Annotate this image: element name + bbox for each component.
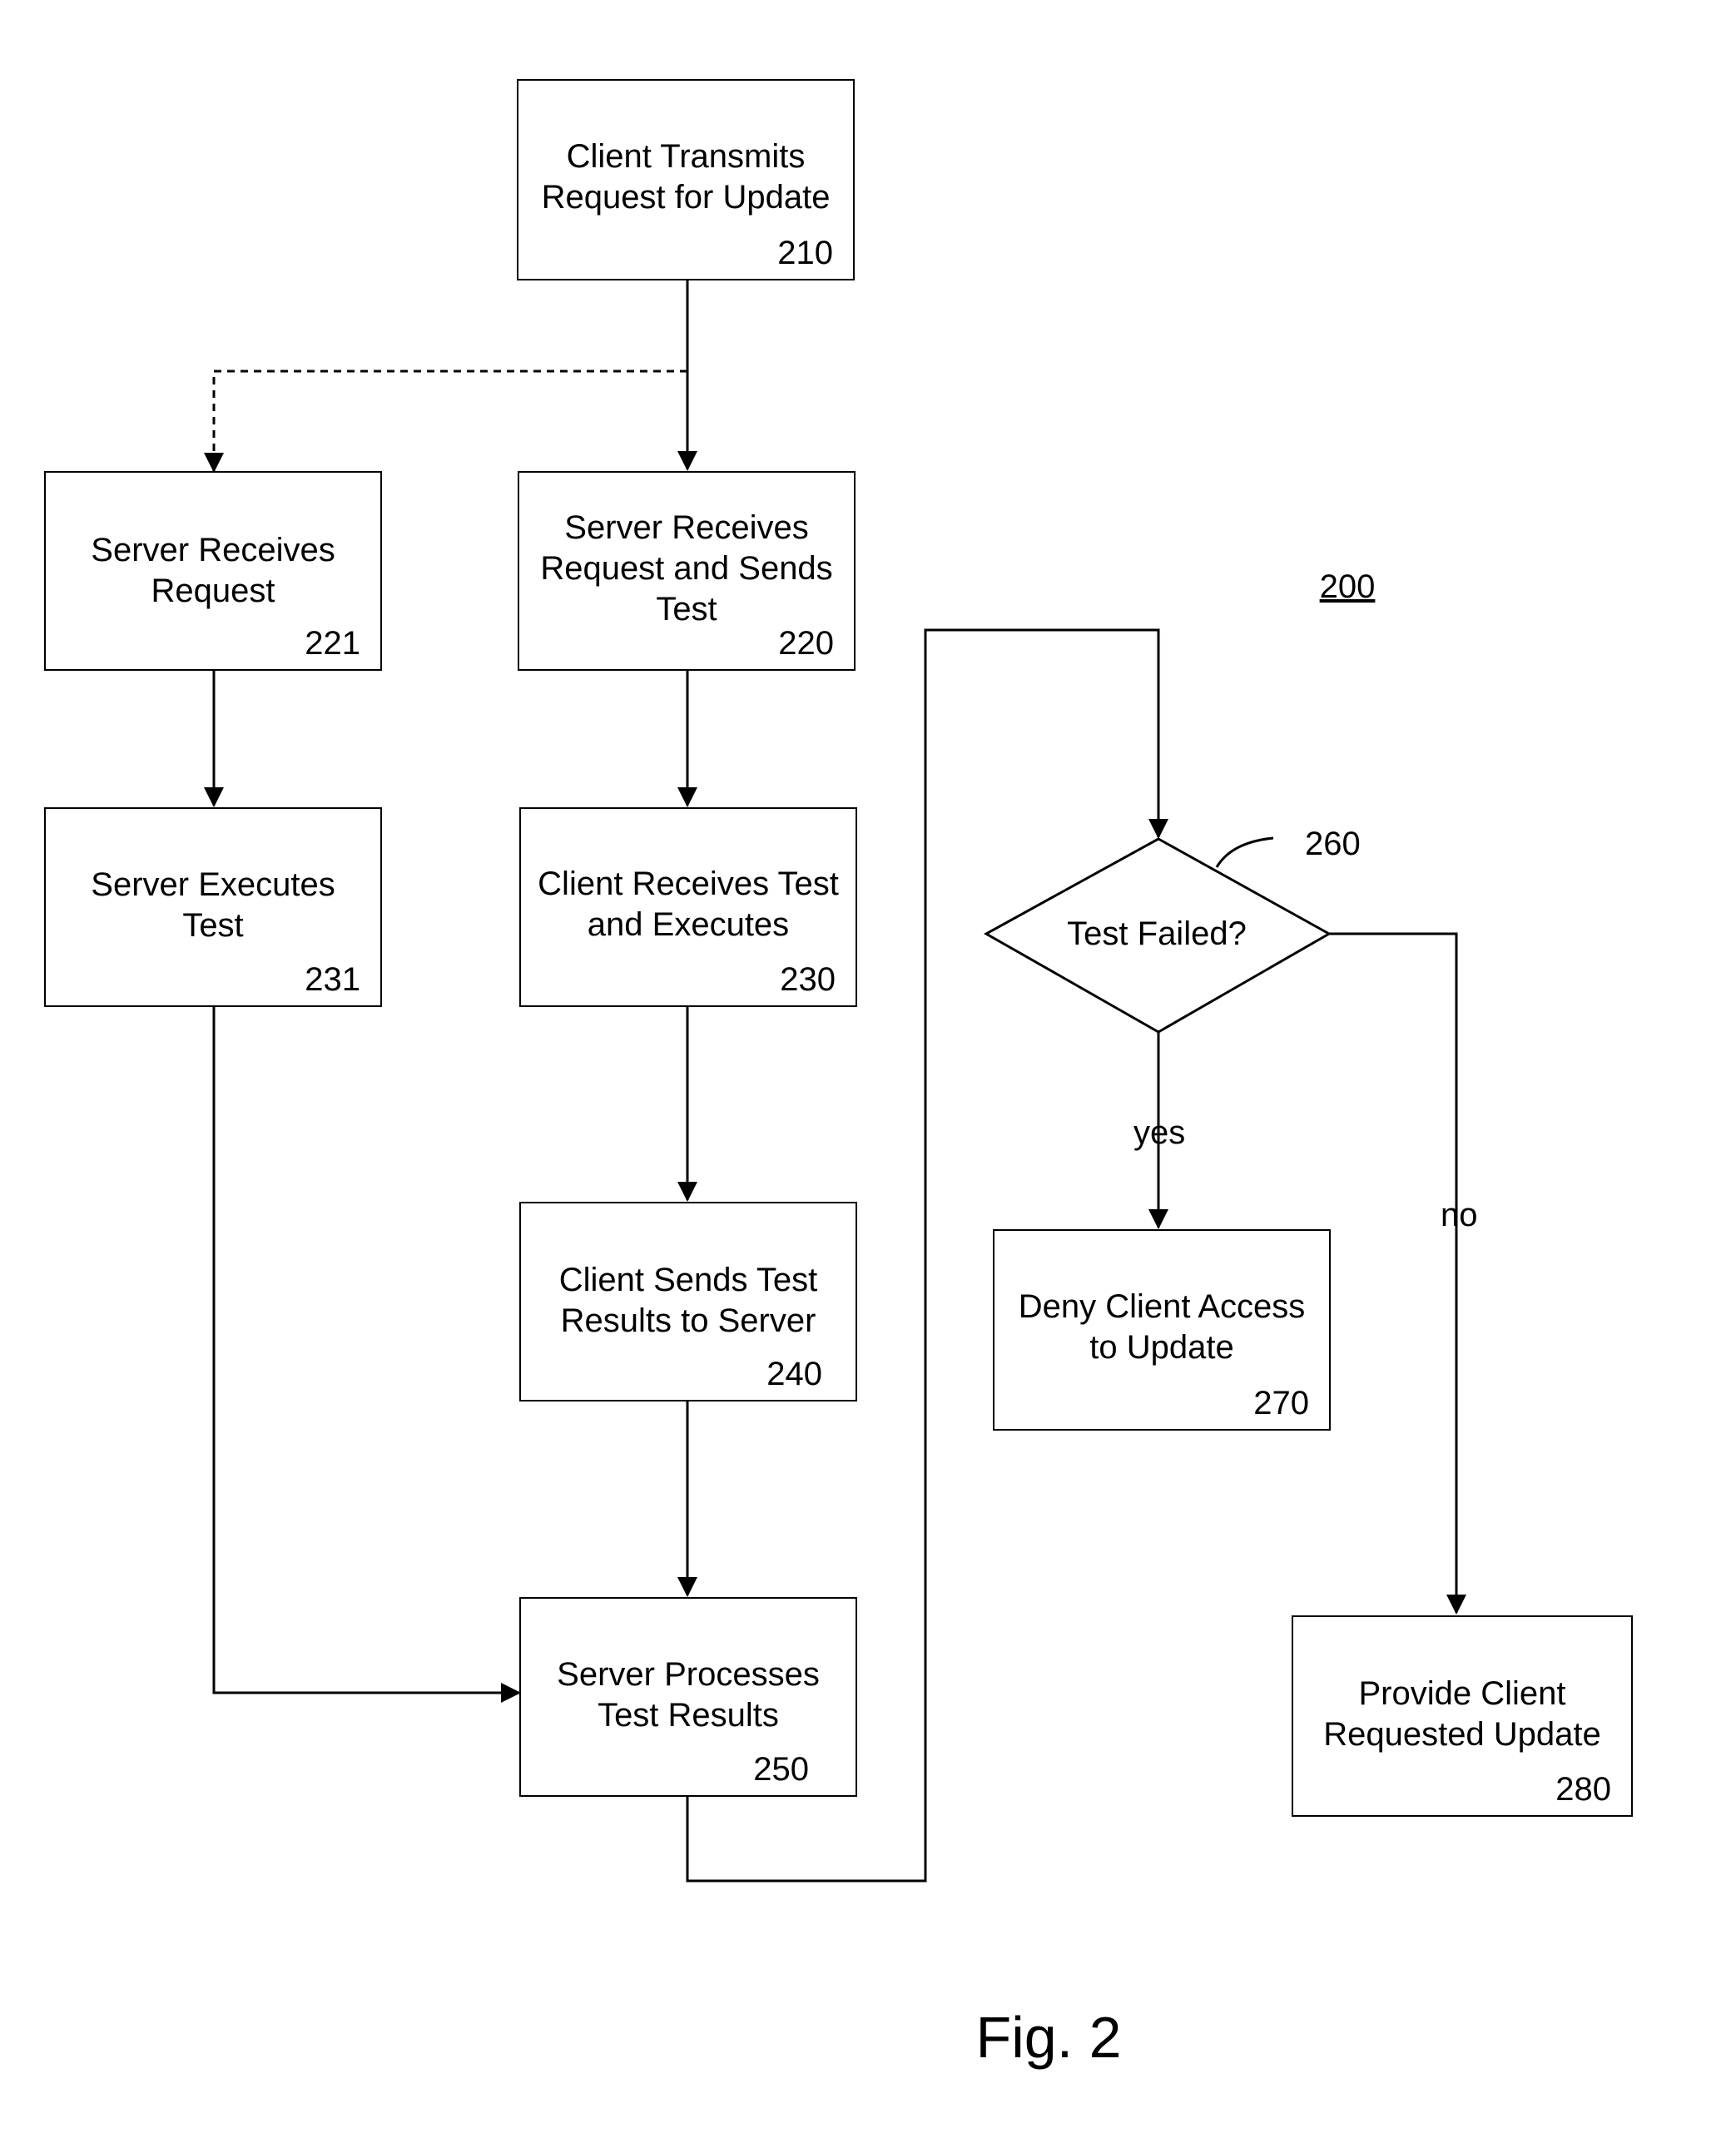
step-210-line-1: Client Transmits [518, 136, 853, 177]
step-240-line-2: Results to Server [521, 1301, 856, 1342]
step-250-number: 250 [753, 1750, 809, 1788]
step-210-line-2: Request for Update [518, 177, 853, 218]
step-221-line-1: Server Receives [46, 530, 380, 571]
step-231-box: Server Executes Test 231 [44, 807, 382, 1007]
step-220-box: Server Receives Request and Sends Test 2… [518, 471, 856, 671]
step-280-number: 280 [1555, 1770, 1611, 1808]
step-280-box: Provide Client Requested Update 280 [1292, 1615, 1633, 1817]
step-250-box: Server Processes Test Results 250 [519, 1597, 857, 1797]
step-231-line-1: Server Executes [46, 865, 380, 905]
step-231-line-2: Test [46, 905, 380, 946]
step-250-line-2: Test Results [521, 1695, 856, 1736]
step-231-number: 231 [305, 960, 360, 999]
step-220-line-1: Server Receives [519, 508, 854, 548]
decision-260-number: 260 [1305, 825, 1361, 863]
figure-reference-number: 200 [1310, 568, 1385, 606]
dashed-arrow-210-to-221 [214, 371, 687, 471]
step-240-number: 240 [766, 1355, 822, 1393]
step-250-line-1: Server Processes [521, 1654, 856, 1695]
arrow-260-to-280 [1329, 934, 1456, 1613]
decision-260-text: Test Failed? [986, 915, 1327, 953]
step-280-line-1: Provide Client [1293, 1674, 1631, 1714]
step-230-line-2: and Executes [521, 905, 856, 945]
step-230-number: 230 [780, 960, 836, 999]
edge-label-yes: yes [1133, 1114, 1185, 1152]
step-270-number: 270 [1253, 1384, 1309, 1422]
step-240-line-1: Client Sends Test [521, 1260, 856, 1301]
step-220-number: 220 [778, 624, 834, 662]
figure-caption: Fig. 2 [932, 2004, 1165, 2071]
step-270-line-2: to Update [994, 1327, 1329, 1368]
step-221-box: Server Receives Request 221 [44, 471, 382, 671]
step-220-line-2: Request and Sends [519, 548, 854, 589]
step-210-number: 210 [777, 234, 833, 272]
edge-label-no: no [1441, 1196, 1478, 1234]
step-210-box: Client Transmits Request for Update 210 [517, 79, 855, 280]
step-270-box: Deny Client Access to Update 270 [993, 1229, 1331, 1431]
step-221-number: 221 [305, 624, 360, 662]
arrow-231-to-250 [214, 1005, 519, 1693]
step-221-line-2: Request [46, 571, 380, 612]
step-230-line-1: Client Receives Test [521, 864, 856, 905]
step-280-line-2: Requested Update [1293, 1714, 1631, 1755]
step-230-box: Client Receives Test and Executes 230 [519, 807, 857, 1007]
step-270-line-1: Deny Client Access [994, 1287, 1329, 1327]
step-240-box: Client Sends Test Results to Server 240 [519, 1202, 857, 1401]
leader-line-260 [1217, 838, 1273, 867]
